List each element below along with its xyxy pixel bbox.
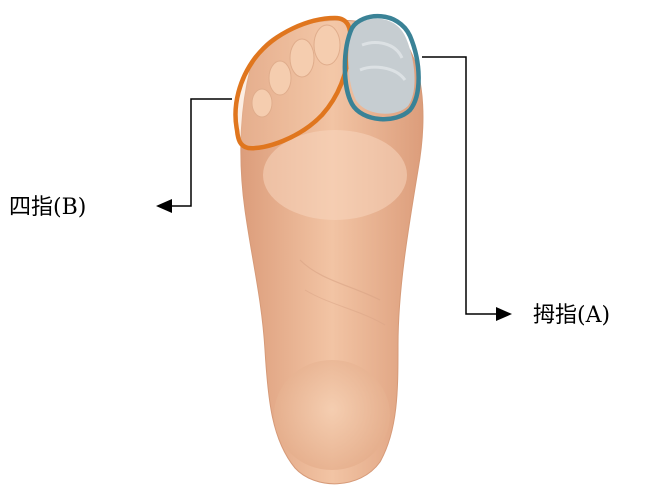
- leader-a: [422, 57, 512, 321]
- ball-pad: [263, 130, 407, 220]
- leader-a-arrowhead: [496, 307, 512, 321]
- label-four-toes: 四指(B): [9, 195, 86, 220]
- leader-b-arrowhead: [156, 199, 172, 213]
- leader-a-line: [422, 57, 496, 314]
- heel-pad: [274, 360, 390, 470]
- label-big-toe: 拇指(A): [533, 303, 610, 328]
- leader-b: [156, 99, 232, 213]
- leader-b-line: [170, 99, 232, 206]
